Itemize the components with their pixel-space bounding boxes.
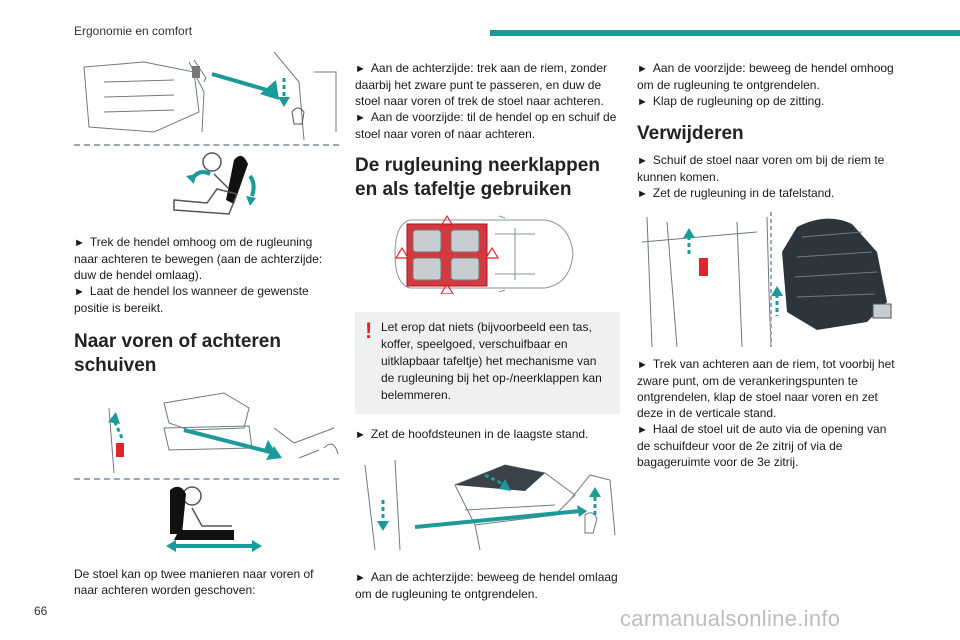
step-text: Aan de voorzijde: beweeg de hendel omhoo… [637,61,894,92]
column-3: ►Aan de voorzijde: beweeg de hendel omho… [637,52,902,470]
warning-text: Let erop dat niets (bijvoorbeeld een tas… [381,320,602,402]
section-heading: Naar voren of achteren schuiven [74,331,281,376]
step-arrow-icon: ► [637,424,648,436]
page-number: 66 [34,604,48,618]
section-heading: Verwijderen [637,123,744,144]
step-text: Laat de hendel los wanneer de gewenste p… [74,284,309,315]
step-arrow-icon: ► [637,155,648,167]
column-1: ►Trek de hendel omhoog om de rugleuning … [74,52,339,598]
step-arrow-icon: ► [355,63,366,75]
step-text: Klap de rugleuning op de zitting. [652,94,825,108]
seat-recline-pictogram [173,152,256,215]
step-text: Zet de rugleuning in de tafelstand. [652,186,835,200]
warning-box: ! Let erop dat niets (bijvoorbeeld een t… [355,312,620,414]
column-2: ►Aan de achterzijde: trek aan de riem, z… [355,52,620,602]
section-heading: De rugleuning neerklappen en als tafeltj… [355,155,600,200]
step-arrow-icon: ► [637,96,648,108]
seat-removal-illustration [641,212,892,348]
step-arrow-icon: ► [355,429,366,441]
step-arrow-icon: ► [74,286,85,298]
step-text: Aan de voorzijde: til de hendel op en sc… [355,110,617,141]
step-text: Schuif de stoel naar voren om bij de rie… [637,153,885,184]
intro-text: De stoel kan op twee manieren naar voren… [74,567,314,597]
step-arrow-icon: ► [355,572,366,584]
step-arrow-icon: ► [355,112,366,124]
divider [74,144,339,146]
step-text: Zet de hoofdsteunen in de laagste stand. [370,427,589,441]
step-text: Trek van achteren aan de riem, tot voorb… [637,357,895,420]
step-arrow-icon: ► [74,237,85,249]
step-text: Haal de stoel uit de auto via de opening… [637,422,887,469]
step-text: Aan de achterzijde: trek aan de riem, zo… [355,61,608,108]
backrest-fold-illustration [364,459,616,551]
step-text: Trek de hendel omhoog om de rugleuning n… [74,235,323,282]
step-arrow-icon: ► [637,359,648,371]
header-section-title: Ergonomie en comfort [74,24,193,38]
seat-slide-illustration [108,392,339,474]
seat-slide-pictogram [166,486,262,552]
step-arrow-icon: ► [637,188,648,200]
step-text: Aan de achterzijde: beweeg de hendel oml… [355,570,618,601]
step-arrow-icon: ► [637,63,648,75]
warning-icon: ! [365,318,373,343]
seat-recline-lever-illustration [83,52,337,140]
divider [74,478,339,480]
watermark: carmanualsonline.info [620,606,841,631]
header-accent-bar [490,30,960,36]
vehicle-seat-layout-diagram [394,214,574,294]
